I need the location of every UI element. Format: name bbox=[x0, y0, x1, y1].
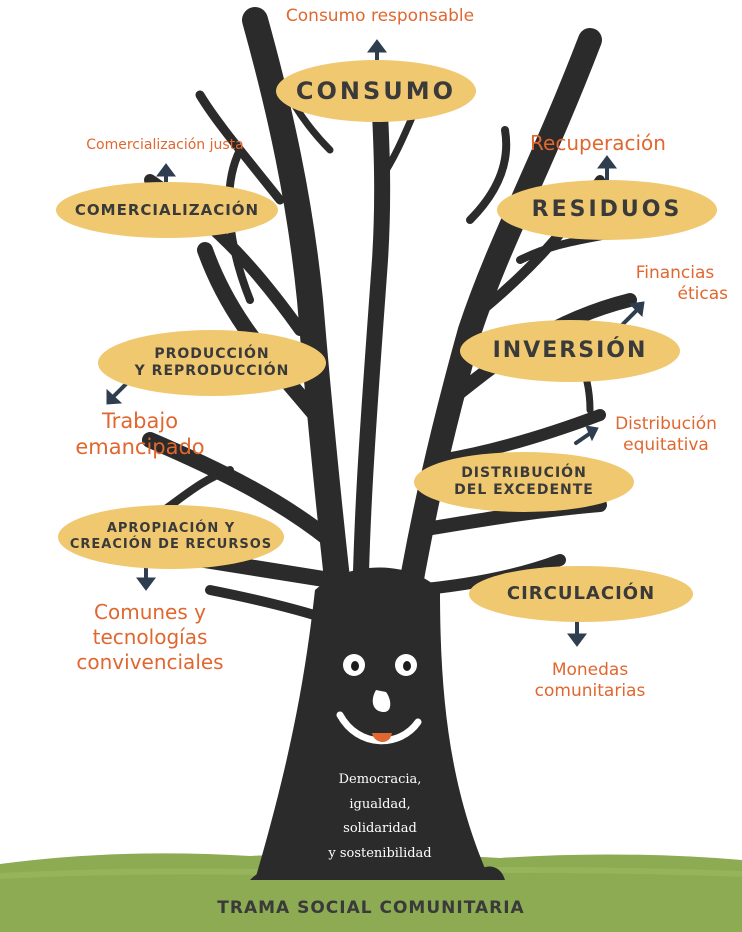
trunk-value-2: igualdad, bbox=[349, 796, 411, 812]
tongue bbox=[372, 733, 392, 743]
node-circulacion-label: CIRCULACIÓN bbox=[506, 582, 656, 604]
node-apropiacion-label-2: CREACIÓN DE RECURSOS bbox=[69, 537, 273, 552]
outcome-comercializacion: Comercialización justa bbox=[86, 137, 244, 153]
node-inversion: INVERSIÓN bbox=[460, 320, 680, 382]
node-produccion: PRODUCCIÓN Y REPRODUCCIÓN bbox=[98, 330, 326, 396]
outcome-residuos: Recuperación bbox=[530, 131, 666, 155]
node-produccion-label-1: PRODUCCIÓN bbox=[154, 345, 270, 362]
trunk-value-4: y sostenibilidad bbox=[328, 846, 432, 862]
outcome-consumo: Consumo responsable bbox=[285, 6, 475, 26]
arrow-produccion bbox=[111, 381, 129, 399]
node-inversion-label: INVERSIÓN bbox=[492, 338, 648, 364]
outcome-inversion-line-1: Financias bbox=[635, 263, 715, 283]
outcome-produccion-line-1: Trabajo bbox=[101, 409, 179, 433]
outcome-inversion: Financias éticas bbox=[612, 263, 738, 306]
node-distribucion-label-2: DEL EXCEDENTE bbox=[454, 482, 594, 498]
arrow-inversion bbox=[620, 307, 640, 327]
tree-face bbox=[336, 654, 422, 745]
node-apropiacion: APROPIACIÓN Y CREACIÓN DE RECURSOS bbox=[58, 505, 284, 569]
node-circulacion: CIRCULACIÓN bbox=[469, 566, 693, 622]
outcome-apropiacion-line-1: Comunes y bbox=[94, 600, 206, 624]
outcome-apropiacion-line-3: convivenciales bbox=[76, 650, 224, 674]
nose bbox=[372, 690, 391, 712]
node-comercializacion: COMERCIALIZACIÓN bbox=[56, 182, 278, 238]
trunk-value-1: Democracia, bbox=[338, 772, 422, 787]
node-consumo: CONSUMO bbox=[276, 60, 476, 122]
node-consumo-label: CONSUMO bbox=[295, 77, 457, 105]
arrows bbox=[106, 39, 645, 647]
outcome-produccion: Trabajo emancipado bbox=[40, 408, 240, 461]
outcome-apropiacion: Comunes y tecnologías convivenciales bbox=[50, 600, 250, 675]
node-distribucion-label-1: DISTRIBUCIÓN bbox=[461, 464, 587, 481]
outcome-inversion-line-2: éticas bbox=[677, 284, 728, 305]
outcome-distribucion-line-2: equitativa bbox=[623, 435, 709, 456]
node-comercializacion-label: COMERCIALIZACIÓN bbox=[74, 200, 260, 219]
outcome-distribucion-line-1: Distribución bbox=[615, 414, 717, 434]
trunk-values: Democracia, igualdad, solidaridad y sost… bbox=[300, 768, 460, 867]
outcome-distribucion: Distribución equitativa bbox=[596, 414, 736, 457]
outcome-circulacion: Monedas comunitarias bbox=[500, 660, 680, 703]
node-produccion-label-2: Y REPRODUCCIÓN bbox=[134, 363, 290, 379]
outcome-apropiacion-line-2: tecnologías bbox=[92, 625, 208, 649]
tree-trunk bbox=[255, 567, 490, 880]
node-residuos-label: RESIDUOS bbox=[531, 197, 683, 223]
outcome-circulacion-line-1: Monedas bbox=[551, 660, 629, 680]
node-distribucion: DISTRIBUCIÓN DEL EXCEDENTE bbox=[414, 452, 634, 512]
node-residuos: RESIDUOS bbox=[497, 180, 717, 240]
outcome-produccion-line-2: emancipado bbox=[75, 435, 205, 460]
outcome-circulacion-line-2: comunitarias bbox=[534, 681, 646, 702]
trunk-value-3: solidaridad bbox=[343, 821, 417, 837]
node-apropiacion-label-1: APROPIACIÓN Y bbox=[106, 520, 236, 536]
base-label: TRAMA SOCIAL COMUNITARIA bbox=[217, 898, 525, 918]
